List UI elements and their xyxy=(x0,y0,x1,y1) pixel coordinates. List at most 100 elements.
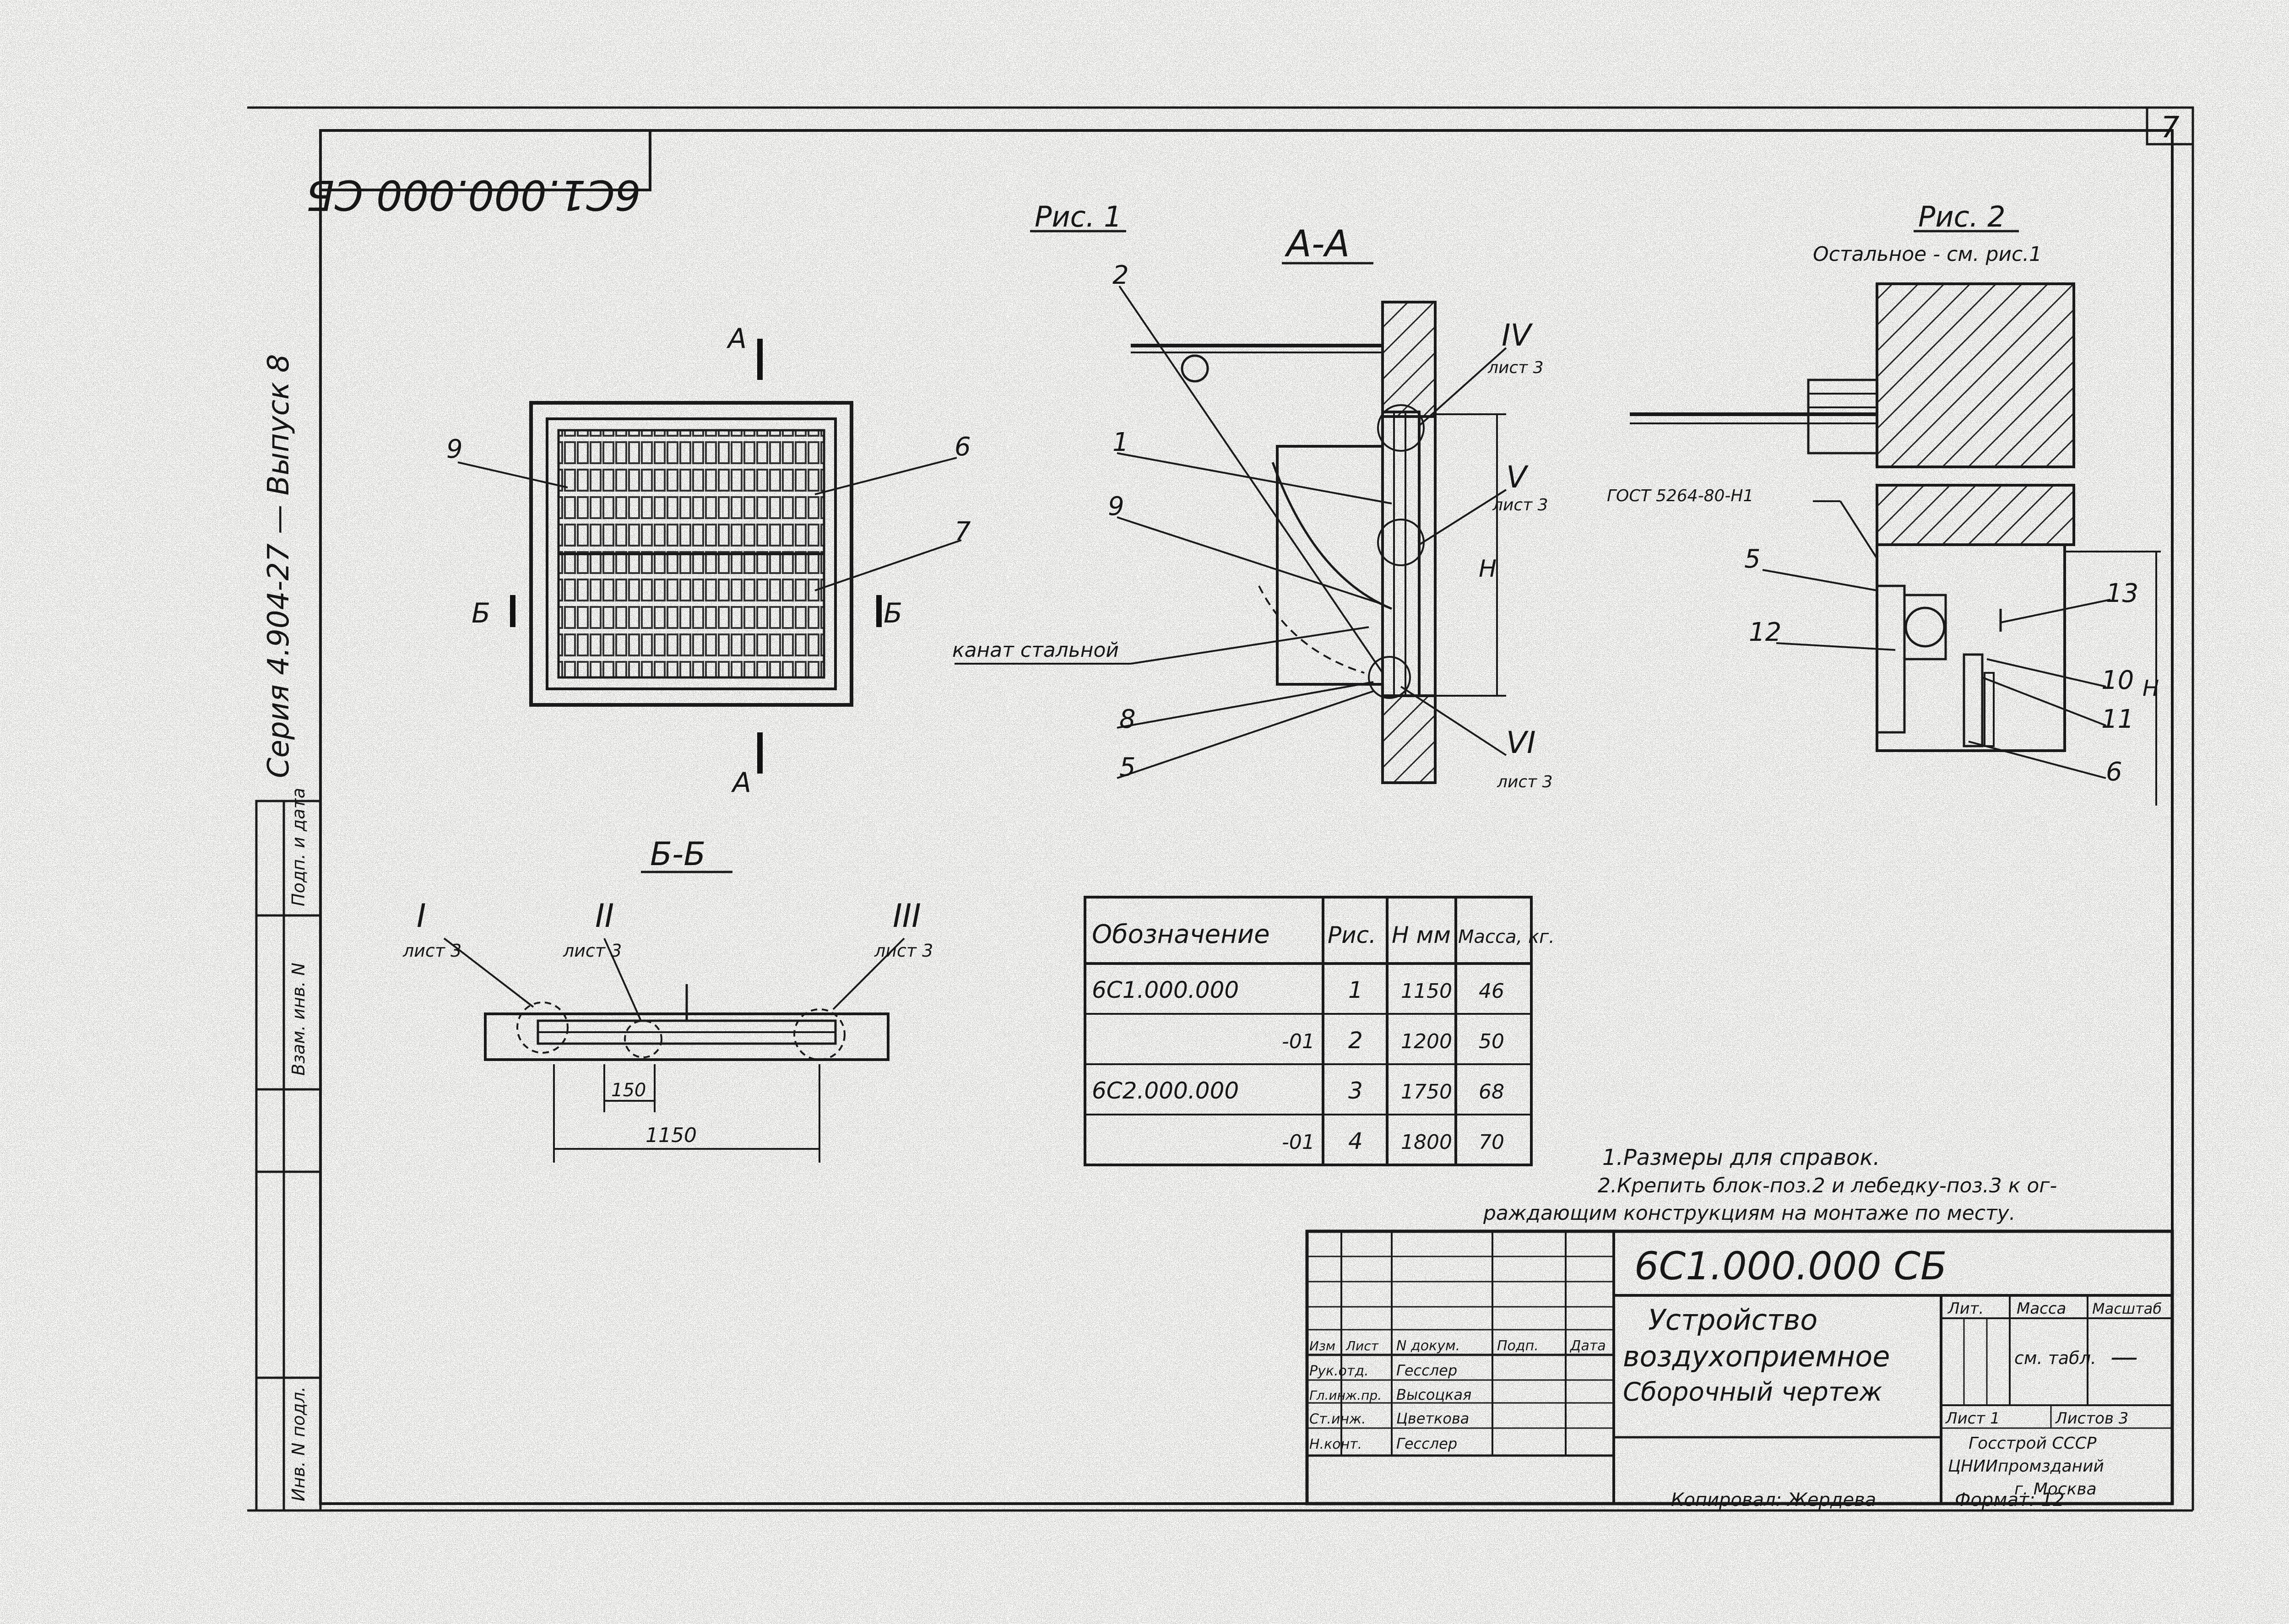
tb-org-1: Госстрой СССР xyxy=(1969,1434,2097,1453)
rotated-code-text: 6C1.000.000 CБ xyxy=(306,171,641,219)
strip-label-sign: Подп. и дата xyxy=(288,788,309,906)
section-callout-2: 2 xyxy=(1112,260,1129,290)
section-aa-label: А-А xyxy=(1284,222,1350,265)
tb-head-date: Дата xyxy=(1569,1338,1606,1354)
designations-table xyxy=(1084,896,1533,1166)
copied-by: Копировал: Жердева xyxy=(1671,1489,1876,1510)
th-fig: Рис. xyxy=(1328,922,1376,948)
plan-callout-6: 6 xyxy=(955,432,971,462)
section-callout-8: 8 xyxy=(1119,704,1136,734)
fig2-callout-6: 6 xyxy=(2106,757,2122,787)
section-bb-label: Б-Б xyxy=(650,835,705,873)
title-block-text: 6С1.000.000 СБ Устройство воздухоприемно… xyxy=(1309,1244,2162,1499)
td-r2-mass: 50 xyxy=(1479,1030,1504,1053)
td-r2-h: 1200 xyxy=(1401,1030,1452,1053)
tb-name-2: Высоцкая xyxy=(1396,1386,1471,1403)
dim-h-fig2: H xyxy=(2143,676,2159,701)
section-callout-5: 5 xyxy=(1119,752,1136,782)
td-r4-fig: 4 xyxy=(1348,1128,1363,1154)
plan-view xyxy=(457,339,962,774)
note-2-cont: раждающим конструкциям на монтаже по мес… xyxy=(1483,1202,2016,1225)
table-text: Обозначение Рис. H мм Масса, кг. 6С1.000… xyxy=(1092,920,1555,1154)
tb-sheet-label: Лист 1 xyxy=(1945,1409,2000,1428)
tb-lit-label: Лит. xyxy=(1947,1299,1984,1318)
fig2-gost-label: ГОСТ 5264-80-Н1 xyxy=(1607,487,1753,505)
plan-callout-9: 9 xyxy=(446,434,463,464)
figure2-detail xyxy=(1630,230,2161,806)
td-r2-designation: -01 xyxy=(1282,1030,1315,1053)
td-r3-mass: 68 xyxy=(1479,1080,1504,1104)
tb-mass-value: см. табл. xyxy=(2014,1348,2096,1368)
dim-150: 150 xyxy=(611,1080,646,1101)
ref-roman-6: VI xyxy=(1506,725,1536,760)
ref-sheet-2: лист 3 xyxy=(563,941,622,961)
tb-role-4: Н.конт. xyxy=(1309,1436,1362,1452)
title-block xyxy=(1305,1229,2174,1505)
tb-role-2: Гл.инж.пр. xyxy=(1309,1388,1382,1403)
fig2-callout-10: 10 xyxy=(2101,666,2134,695)
tb-role-3: Ст.инж. xyxy=(1309,1411,1366,1427)
tb-name-3: Цветкова xyxy=(1396,1410,1469,1427)
ref-sheet-6: лист 3 xyxy=(1497,773,1553,791)
strip-label-replace: Взам. инв. N xyxy=(288,963,309,1076)
figure1-caption: Рис. 1 xyxy=(1035,200,1122,233)
strip-label-inv: Инв. N подл. xyxy=(288,1386,309,1501)
ref-roman-1: I xyxy=(417,897,426,935)
cut-b-left: Б xyxy=(472,597,490,629)
left-approval-strip xyxy=(255,800,322,1512)
td-r1-mass: 46 xyxy=(1479,980,1504,1003)
cut-a-top: А xyxy=(726,323,747,355)
tb-sheets-label: Листов 3 xyxy=(2055,1409,2128,1428)
ref-sheet-1: лист 3 xyxy=(402,941,461,961)
plan-callout-7: 7 xyxy=(955,517,971,547)
tb-head-list: Лист xyxy=(1345,1338,1379,1353)
tb-name-1: Гесслер xyxy=(1396,1362,1457,1379)
ref-roman-2: II xyxy=(595,897,614,935)
rope-label: канат стальной xyxy=(952,639,1119,662)
th-h: H мм xyxy=(1392,922,1451,948)
ref-sheet-3: лист 3 xyxy=(874,941,933,961)
rotated-code-stamp: 6C1.000.000 CБ xyxy=(306,129,651,219)
ref-sheet-4: лист 3 xyxy=(1487,358,1544,377)
figure2-caption: Рис. 2 xyxy=(1918,200,2006,233)
ref-sheet-5: лист 3 xyxy=(1492,496,1548,514)
tb-title-2: воздухоприемное xyxy=(1623,1340,1890,1373)
td-r3-h: 1750 xyxy=(1401,1080,1452,1104)
td-r1-h: 1150 xyxy=(1401,980,1452,1003)
tb-title-1: Устройство xyxy=(1648,1303,1817,1337)
td-r1-designation: 6С1.000.000 xyxy=(1092,977,1239,1003)
note-2: 2.Крепить блок-поз.2 и лебедку-поз.3 к о… xyxy=(1598,1174,2057,1197)
section-callout-1: 1 xyxy=(1112,428,1129,457)
section-callout-9: 9 xyxy=(1108,492,1124,521)
td-r3-fig: 3 xyxy=(1348,1077,1363,1104)
th-designation: Обозначение xyxy=(1092,920,1270,949)
fig2-callout-13: 13 xyxy=(2106,579,2138,608)
tb-scale-label: Масштаб xyxy=(2092,1300,2162,1317)
sheet-number: 7 xyxy=(2161,111,2180,145)
tb-head-doc: N докум. xyxy=(1396,1338,1460,1354)
ref-roman-4: IV xyxy=(1502,318,1533,353)
format-label: Формат: 12 xyxy=(1955,1489,2064,1510)
series-side-text: Серия 4.904-27 — Выпуск 8 xyxy=(262,354,296,778)
tb-role-1: Рук.отд. xyxy=(1309,1363,1369,1379)
fig2-callout-5: 5 xyxy=(1744,544,1761,574)
tb-head-sign: Подп. xyxy=(1497,1338,1539,1354)
figure2-note: Остальное - см. рис.1 xyxy=(1813,243,2042,266)
tb-org-3: г. Москва xyxy=(2014,1480,2097,1499)
fig2-callout-11: 11 xyxy=(2101,704,2134,734)
tb-scale-value: — xyxy=(2110,1341,2138,1373)
fig2-callout-12: 12 xyxy=(1749,617,1781,647)
td-r3-designation: 6С2.000.000 xyxy=(1092,1077,1239,1104)
note-1: 1.Размеры для справок. xyxy=(1602,1145,1880,1170)
section-bb xyxy=(443,871,905,1163)
ref-roman-5: V xyxy=(1506,460,1529,495)
tb-head-izm: Изм xyxy=(1309,1338,1335,1353)
ref-roman-3: III xyxy=(893,897,921,935)
tb-mass-label: Масса xyxy=(2017,1299,2066,1318)
dim-1150: 1150 xyxy=(645,1124,697,1147)
tb-org-2: ЦНИИпромзданий xyxy=(1948,1457,2104,1476)
tb-title-3: Сборочный чертеж xyxy=(1623,1377,1882,1407)
